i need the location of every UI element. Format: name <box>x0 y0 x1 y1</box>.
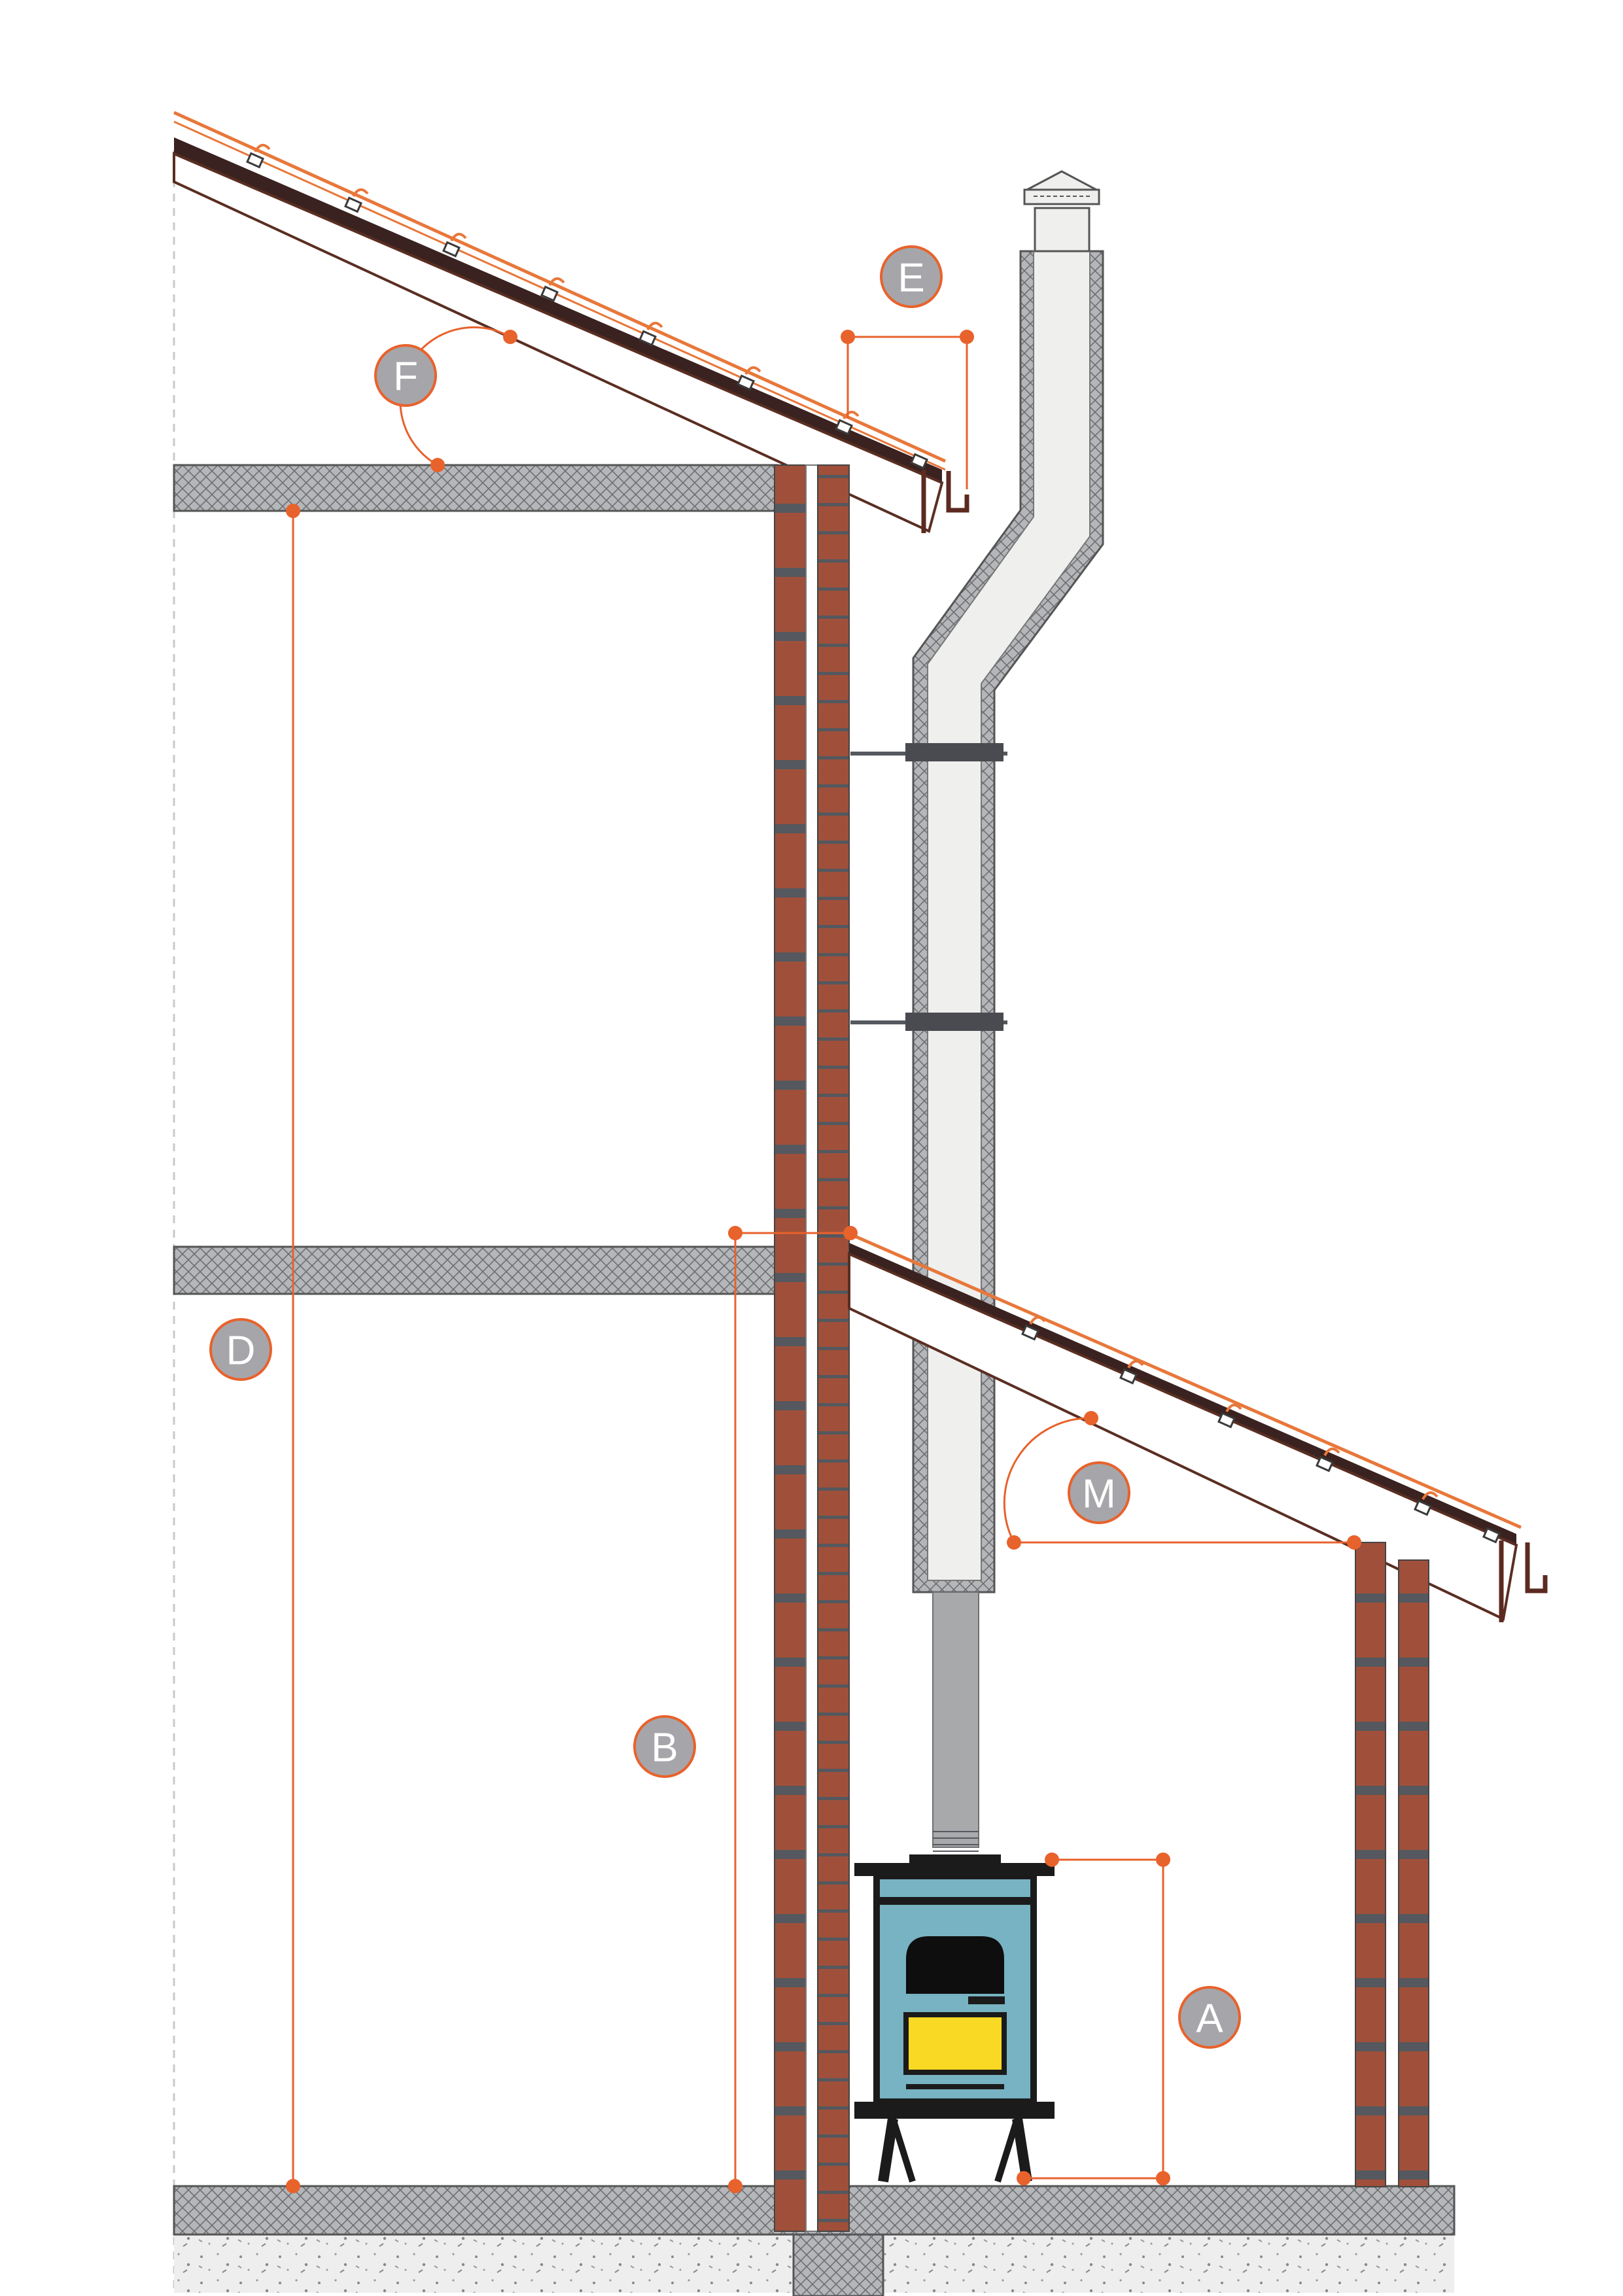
label-badge-f: F <box>374 344 437 407</box>
brick-wall-inner <box>774 464 807 2232</box>
first-floor-slab <box>173 1245 778 1295</box>
wall-bracket-lower <box>850 1013 1007 1031</box>
rain-gutter-icon <box>1499 1540 1548 1622</box>
rain-gutter-icon <box>921 470 969 533</box>
pipe-collar <box>933 1831 979 1852</box>
label-e: E <box>898 256 924 301</box>
label-badge-m: M <box>1068 1461 1130 1524</box>
label-a: A <box>1196 1996 1223 2042</box>
wood-stove-icon <box>854 1854 1055 2183</box>
label-badge-a: A <box>1178 1986 1241 2049</box>
attic-floor-slab <box>173 464 778 512</box>
wall-bracket-upper <box>850 743 1007 761</box>
label-m: M <box>1082 1472 1116 1517</box>
dimension-points <box>286 330 1361 2193</box>
chimney-cap-icon <box>1023 170 1100 252</box>
dimension-lines <box>292 326 1354 2186</box>
label-badge-d: D <box>209 1318 272 1381</box>
foundation-footing <box>792 2233 884 2296</box>
lean-to-wall-inner <box>1355 1542 1386 2187</box>
insulated-chimney-flue <box>912 250 1104 1593</box>
label-b: B <box>651 1726 678 1771</box>
wall-cavity <box>805 464 818 2232</box>
label-d: D <box>226 1329 256 1374</box>
label-badge-b: B <box>633 1715 696 1778</box>
label-badge-e: E <box>880 245 943 308</box>
lean-to-wall-outer <box>1398 1559 1429 2187</box>
brick-wall-outer <box>817 464 850 2232</box>
label-f: F <box>393 355 418 400</box>
main-roof <box>173 111 947 533</box>
stove-connector-pipe <box>932 1592 979 1848</box>
